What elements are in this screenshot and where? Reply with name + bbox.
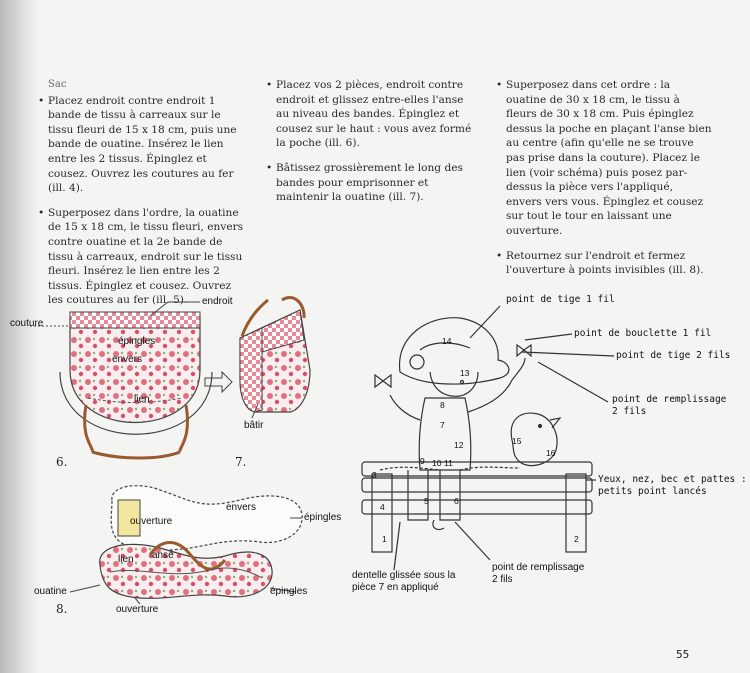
figure-8-number: 8. xyxy=(56,602,68,616)
label-ouverture-top: ouverture xyxy=(130,516,173,527)
label-remplissage-right: point de remplissage xyxy=(612,394,727,405)
piece-number: 1 xyxy=(382,534,387,544)
piece-number: 4 xyxy=(380,502,385,512)
label-dentelle-2: pièce 7 en appliqué xyxy=(352,582,439,593)
text-column-1: Sac Placez endroit contre endroit 1 band… xyxy=(34,78,249,318)
label-point-bouclette: point de bouclette 1 fil xyxy=(574,328,712,339)
figure-6-number: 6. xyxy=(56,455,68,469)
piece-number: 12 xyxy=(454,440,464,450)
piece-number: 15 xyxy=(512,436,522,446)
piece-number: 13 xyxy=(460,368,470,378)
label-lien-fig8: lien xyxy=(118,554,134,565)
piece-number: 14 xyxy=(442,336,452,346)
label-remplissage-bottom-2: 2 fils xyxy=(492,574,513,585)
paragraph: Bâtissez grossièrement le long des bande… xyxy=(262,161,477,205)
paragraph: Placez vos 2 pièces, endroit contre endr… xyxy=(262,78,477,151)
label-remplissage-right-2: 2 fils xyxy=(612,406,647,417)
piece-number: 7 xyxy=(440,420,445,430)
paragraph: Placez endroit contre endroit 1 bande de… xyxy=(34,94,249,196)
label-envers-fig8: envers xyxy=(226,502,257,513)
label-couture: couture xyxy=(10,318,44,329)
section-title: Sac xyxy=(48,79,67,90)
piece-number: 16 xyxy=(546,448,556,458)
piece-number: 2 xyxy=(574,534,579,544)
label-endroit: endroit xyxy=(202,296,233,307)
paragraph: Superposez dans l'ordre, la ouatine de 1… xyxy=(34,206,249,308)
label-envers: envers xyxy=(112,354,143,365)
label-ouverture-bottom: ouverture xyxy=(116,604,159,615)
label-point-tige-2: point de tige 2 fils xyxy=(616,350,731,361)
figure-8-drawing xyxy=(69,485,303,605)
label-lien: lien xyxy=(134,394,150,405)
label-yeux: Yeux, nez, bec et pattes : xyxy=(598,474,747,485)
piece-number: 8 xyxy=(440,400,445,410)
piece-number: 11 xyxy=(444,458,453,468)
embroidery-pattern xyxy=(361,305,615,571)
paragraph: Superposez dans cet ordre : la ouatine d… xyxy=(492,78,712,239)
piece-number: 9 xyxy=(420,456,425,466)
figure-6-drawing xyxy=(30,301,233,460)
label-epingles-bottom: épingles xyxy=(270,586,308,597)
figure-7-number: 7. xyxy=(235,455,247,469)
label-anse: anse xyxy=(152,550,174,561)
figure-7-drawing xyxy=(239,296,311,419)
label-point-tige-1: point de tige 1 fil xyxy=(506,294,615,305)
label-epingles: épingles xyxy=(118,336,156,347)
label-yeux-2: petits point lancés xyxy=(598,486,707,497)
text-column-3: Superposez dans cet ordre : la ouatine d… xyxy=(492,78,712,288)
paragraph: Retournez sur l'endroit et fermez l'ouve… xyxy=(492,249,712,278)
piece-number: 6 xyxy=(454,496,459,506)
label-remplissage-bottom: point de remplissage xyxy=(492,562,585,573)
piece-number: 3 xyxy=(372,470,377,480)
piece-number: 10 xyxy=(432,458,442,468)
page-number: 55 xyxy=(676,648,690,661)
text-column-2: Placez vos 2 pièces, endroit contre endr… xyxy=(262,78,477,215)
label-epingles-right: épingles xyxy=(304,512,342,523)
label-dentelle: dentelle glissée sous la xyxy=(352,570,456,581)
piece-number: 5 xyxy=(424,496,429,506)
label-ouatine: ouatine xyxy=(34,586,67,597)
label-batir: bâtir xyxy=(244,420,264,431)
